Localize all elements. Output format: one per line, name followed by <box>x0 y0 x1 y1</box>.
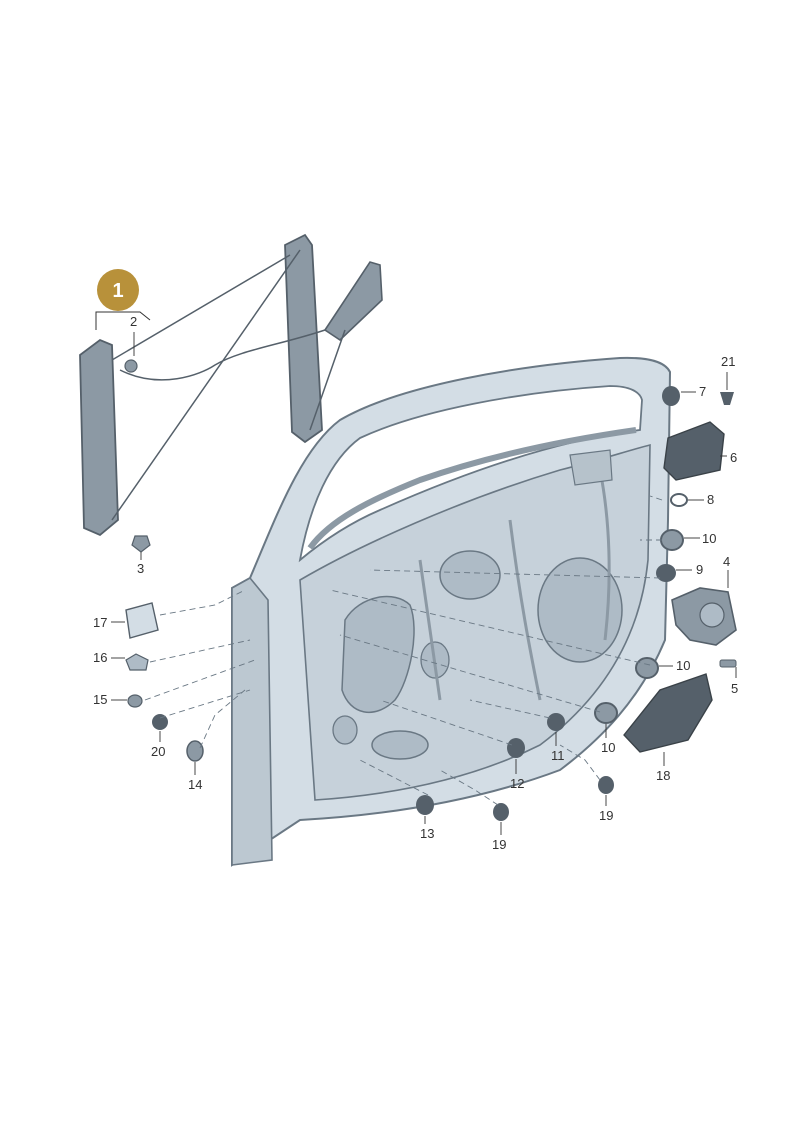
part-2-nut <box>124 359 138 373</box>
door-rib <box>508 519 542 701</box>
regulator-cable <box>119 329 326 381</box>
part-14-clip <box>186 740 204 762</box>
dash-line <box>159 589 246 616</box>
dash-line <box>379 699 513 746</box>
label-7: 7 <box>699 384 706 399</box>
label-19b: 19 <box>599 808 613 823</box>
part-7-plug <box>662 386 680 406</box>
door-rib <box>418 559 442 701</box>
part-8-ring <box>670 493 688 507</box>
regulator-cable <box>111 249 301 521</box>
dash-line <box>439 769 499 806</box>
part-10-grommet-a <box>660 529 684 551</box>
dash-line <box>199 689 246 749</box>
door-rib <box>598 469 611 641</box>
door-inner-panel <box>299 443 651 801</box>
part-15-clip <box>127 694 143 708</box>
window-frame-opening <box>298 385 643 563</box>
label-16: 16 <box>93 650 107 665</box>
label-17: 17 <box>93 615 107 630</box>
dash-line <box>329 589 651 666</box>
part-4-motor <box>671 587 737 646</box>
label-4: 4 <box>723 554 730 569</box>
part-9-grommet <box>656 564 676 582</box>
callout-badge <box>97 269 139 311</box>
part-13-plug <box>416 795 434 815</box>
part-17-cover <box>125 602 159 639</box>
part-16-cap <box>125 653 149 671</box>
part-21-bolt <box>720 392 734 405</box>
main-callout: 1 <box>95 269 151 330</box>
part-10-grommet-c <box>594 702 618 724</box>
label-12: 12 <box>510 776 524 791</box>
callout-bracket <box>95 311 151 330</box>
part-19-plug-b <box>598 776 614 794</box>
part-20-clip <box>152 714 168 730</box>
lower-cutout <box>371 730 429 760</box>
part-11-clip <box>547 713 565 731</box>
regulator-rail-left <box>79 338 119 537</box>
label-11: 11 <box>551 748 565 763</box>
regulator-cable <box>111 254 291 361</box>
dash-line <box>159 689 251 719</box>
label-10b: 10 <box>676 658 690 673</box>
door-shell <box>231 356 672 867</box>
dash-line <box>359 759 429 796</box>
dash-line <box>559 744 601 781</box>
upper-cutout <box>439 550 501 600</box>
round-cutout <box>332 715 358 745</box>
part-18-seal-sheet <box>623 673 713 753</box>
window-regulator <box>79 233 383 537</box>
label-10c: 10 <box>601 740 615 755</box>
part-10-grommet-b <box>635 657 659 679</box>
part-5-screw <box>719 659 737 668</box>
dash-line <box>339 634 601 713</box>
label-6: 6 <box>730 450 737 465</box>
large-access-cutout <box>341 595 415 714</box>
regulator-motor-bracket <box>323 261 383 342</box>
label-10a: 10 <box>702 531 716 546</box>
callout-label: 1 <box>112 280 123 302</box>
part-19-plug-a <box>493 803 509 821</box>
label-19a: 19 <box>492 837 506 852</box>
regulator-cable <box>309 329 346 431</box>
dash-line <box>149 639 251 663</box>
label-3: 3 <box>137 561 144 576</box>
leader-lines <box>111 332 737 835</box>
part-3-nut <box>131 535 151 553</box>
label-8: 8 <box>707 492 714 507</box>
label-20: 20 <box>151 744 165 759</box>
part-6-control-module <box>663 421 725 481</box>
label-5: 5 <box>731 681 738 696</box>
part-labels: 2 3 4 5 6 7 8 9 10 10 10 11 12 13 14 15 … <box>93 314 738 852</box>
label-18: 18 <box>656 768 670 783</box>
dash-line <box>369 569 661 579</box>
door-hinge-edge <box>231 576 273 866</box>
speaker-cutout <box>537 557 623 663</box>
regulator-rail-right <box>284 233 323 444</box>
assembly-dash-lines <box>144 495 663 806</box>
dash-line <box>469 699 551 719</box>
label-21: 21 <box>721 354 735 369</box>
label-14: 14 <box>188 777 202 792</box>
part-12-plug <box>507 738 525 758</box>
dash-line <box>649 495 663 501</box>
label-2: 2 <box>130 314 137 329</box>
label-13: 13 <box>420 826 434 841</box>
window-inner-strip <box>307 427 637 550</box>
label-9: 9 <box>696 562 703 577</box>
label-15: 15 <box>93 692 107 707</box>
mirror-mount <box>569 449 613 486</box>
